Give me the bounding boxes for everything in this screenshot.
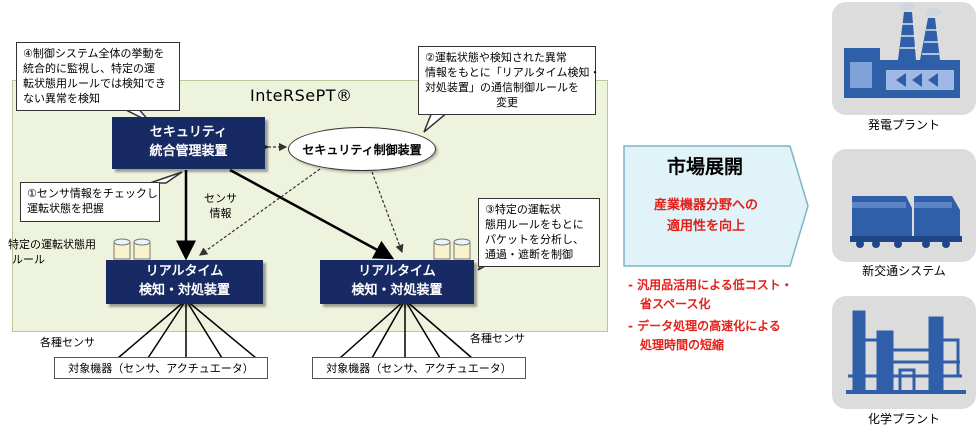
sensor-label-right: 各種センサ <box>470 332 525 345</box>
callout-3-line: ③特定の運転状 <box>485 203 561 216</box>
callout-2-line: 変更 <box>496 95 518 109</box>
bullet-line: - データ処理の高速化による <box>628 319 781 334</box>
callout-2-line: 情報をもとに「リアルタイム検知・ <box>425 65 601 79</box>
bullet-line: 処理時間の短縮 <box>640 337 725 352</box>
callout-1-line: 運転状態を把握 <box>27 201 104 215</box>
target-device-left: 対象機器（センサ、アクチュエータ） <box>54 357 268 379</box>
callout-4-line: ④制御システム全体の挙動を <box>23 47 165 60</box>
callout-3-line: 態用ルールをもとに <box>485 217 584 231</box>
callout-3-line: 通過・遮断を制御 <box>485 247 573 261</box>
market-subtitle-line2: 適用性を向上 <box>666 218 745 234</box>
callout-4: ④制御システム全体の挙動を 統合的に監視し、特定の運 転状態用ルールでは検知でき… <box>16 42 180 112</box>
security-mgmt-line2: 統合管理装置 <box>149 144 228 159</box>
sensor-lines-right <box>339 299 473 359</box>
sensor-label-left: 各種センサ <box>40 336 95 349</box>
callout-3: ③特定の運転状 態用ルールをもとに パケットを分析し、 通過・遮断を制御 <box>478 198 600 268</box>
realtime-detection-right: リアルタイム 検知・対処装置 <box>320 260 474 304</box>
market-bullets: - 汎用品活用による低コスト・ 省スペース化 - データ処理の高速化による 処理… <box>628 276 793 354</box>
market-subtitle: 産業機器分野への 適用性を向上 <box>630 196 782 238</box>
rule-label-line2: ルール <box>12 252 45 266</box>
bullet-line: 省スペース化 <box>640 296 711 311</box>
sensor-lines-left <box>117 299 257 359</box>
callout-2-line: ②運転状態や検知された異常 <box>425 51 567 64</box>
rt-left-line1: リアルタイム <box>145 264 224 280</box>
application-card-transit <box>832 149 976 262</box>
bullet-line: - 汎用品活用による低コスト・ <box>628 278 793 292</box>
rule-label: 特定の運転状態用 ルール <box>8 238 96 268</box>
application-label-transit: 新交通システム <box>862 264 946 278</box>
callout-1: ①センサ情報をチェックし 運転状態を把握 <box>20 182 160 222</box>
callout-2: ②運転状態や検知された異常 情報をもとに「リアルタイム検知・ 対処装置」の通信制… <box>418 46 601 116</box>
security-mgmt-line1: セキュリティ <box>149 125 228 141</box>
sensor-info-line2: 情報 <box>209 206 232 220</box>
callout-3-line: パケットを分析し、 <box>485 232 584 246</box>
callout-4-line: 統合的に監視し、特定の運 <box>23 61 155 75</box>
realtime-detection-left: リアルタイム 検知・対処装置 <box>106 260 263 304</box>
dashed-control-to-rt-right <box>371 171 404 254</box>
market-arrow <box>623 145 809 267</box>
application-label-power: 発電プラント <box>867 118 940 132</box>
callout-4-line: 転状態用ルールでは検知でき <box>23 76 166 90</box>
rt-right-line1: リアルタイム <box>358 264 436 280</box>
rule-label-line1: 特定の運転状態用 <box>8 238 96 251</box>
application-label-chemical: 化学プラント <box>867 412 940 426</box>
callout-2-line: 対処装置」の通信制御ルールを <box>425 80 579 94</box>
system-title: InteRSePT® <box>250 86 353 105</box>
security-management-device: セキュリティ 統合管理装置 <box>112 117 265 169</box>
callout-4-line: ない異常を検知 <box>23 91 100 105</box>
callout-1-line: ①センサ情報をチェックし <box>27 187 158 200</box>
application-card-chemical <box>832 296 976 409</box>
application-card-power <box>832 2 976 115</box>
rt-left-line2: 検知・対処装置 <box>138 283 230 298</box>
rt-right-line2: 検知・対処装置 <box>351 283 443 298</box>
sensor-info-label: センサ 情報 <box>204 192 237 222</box>
market-title: 市場展開 <box>666 156 743 178</box>
security-control-device: セキュリティ制御装置 <box>288 127 436 171</box>
arrow-mgmt-to-rt-right <box>229 168 395 260</box>
market-subtitle-line1: 産業機器分野への <box>653 198 758 213</box>
target-device-right: 対象機器（センサ、アクチュエータ） <box>312 357 526 379</box>
sensor-info-line1: センサ <box>204 192 237 205</box>
